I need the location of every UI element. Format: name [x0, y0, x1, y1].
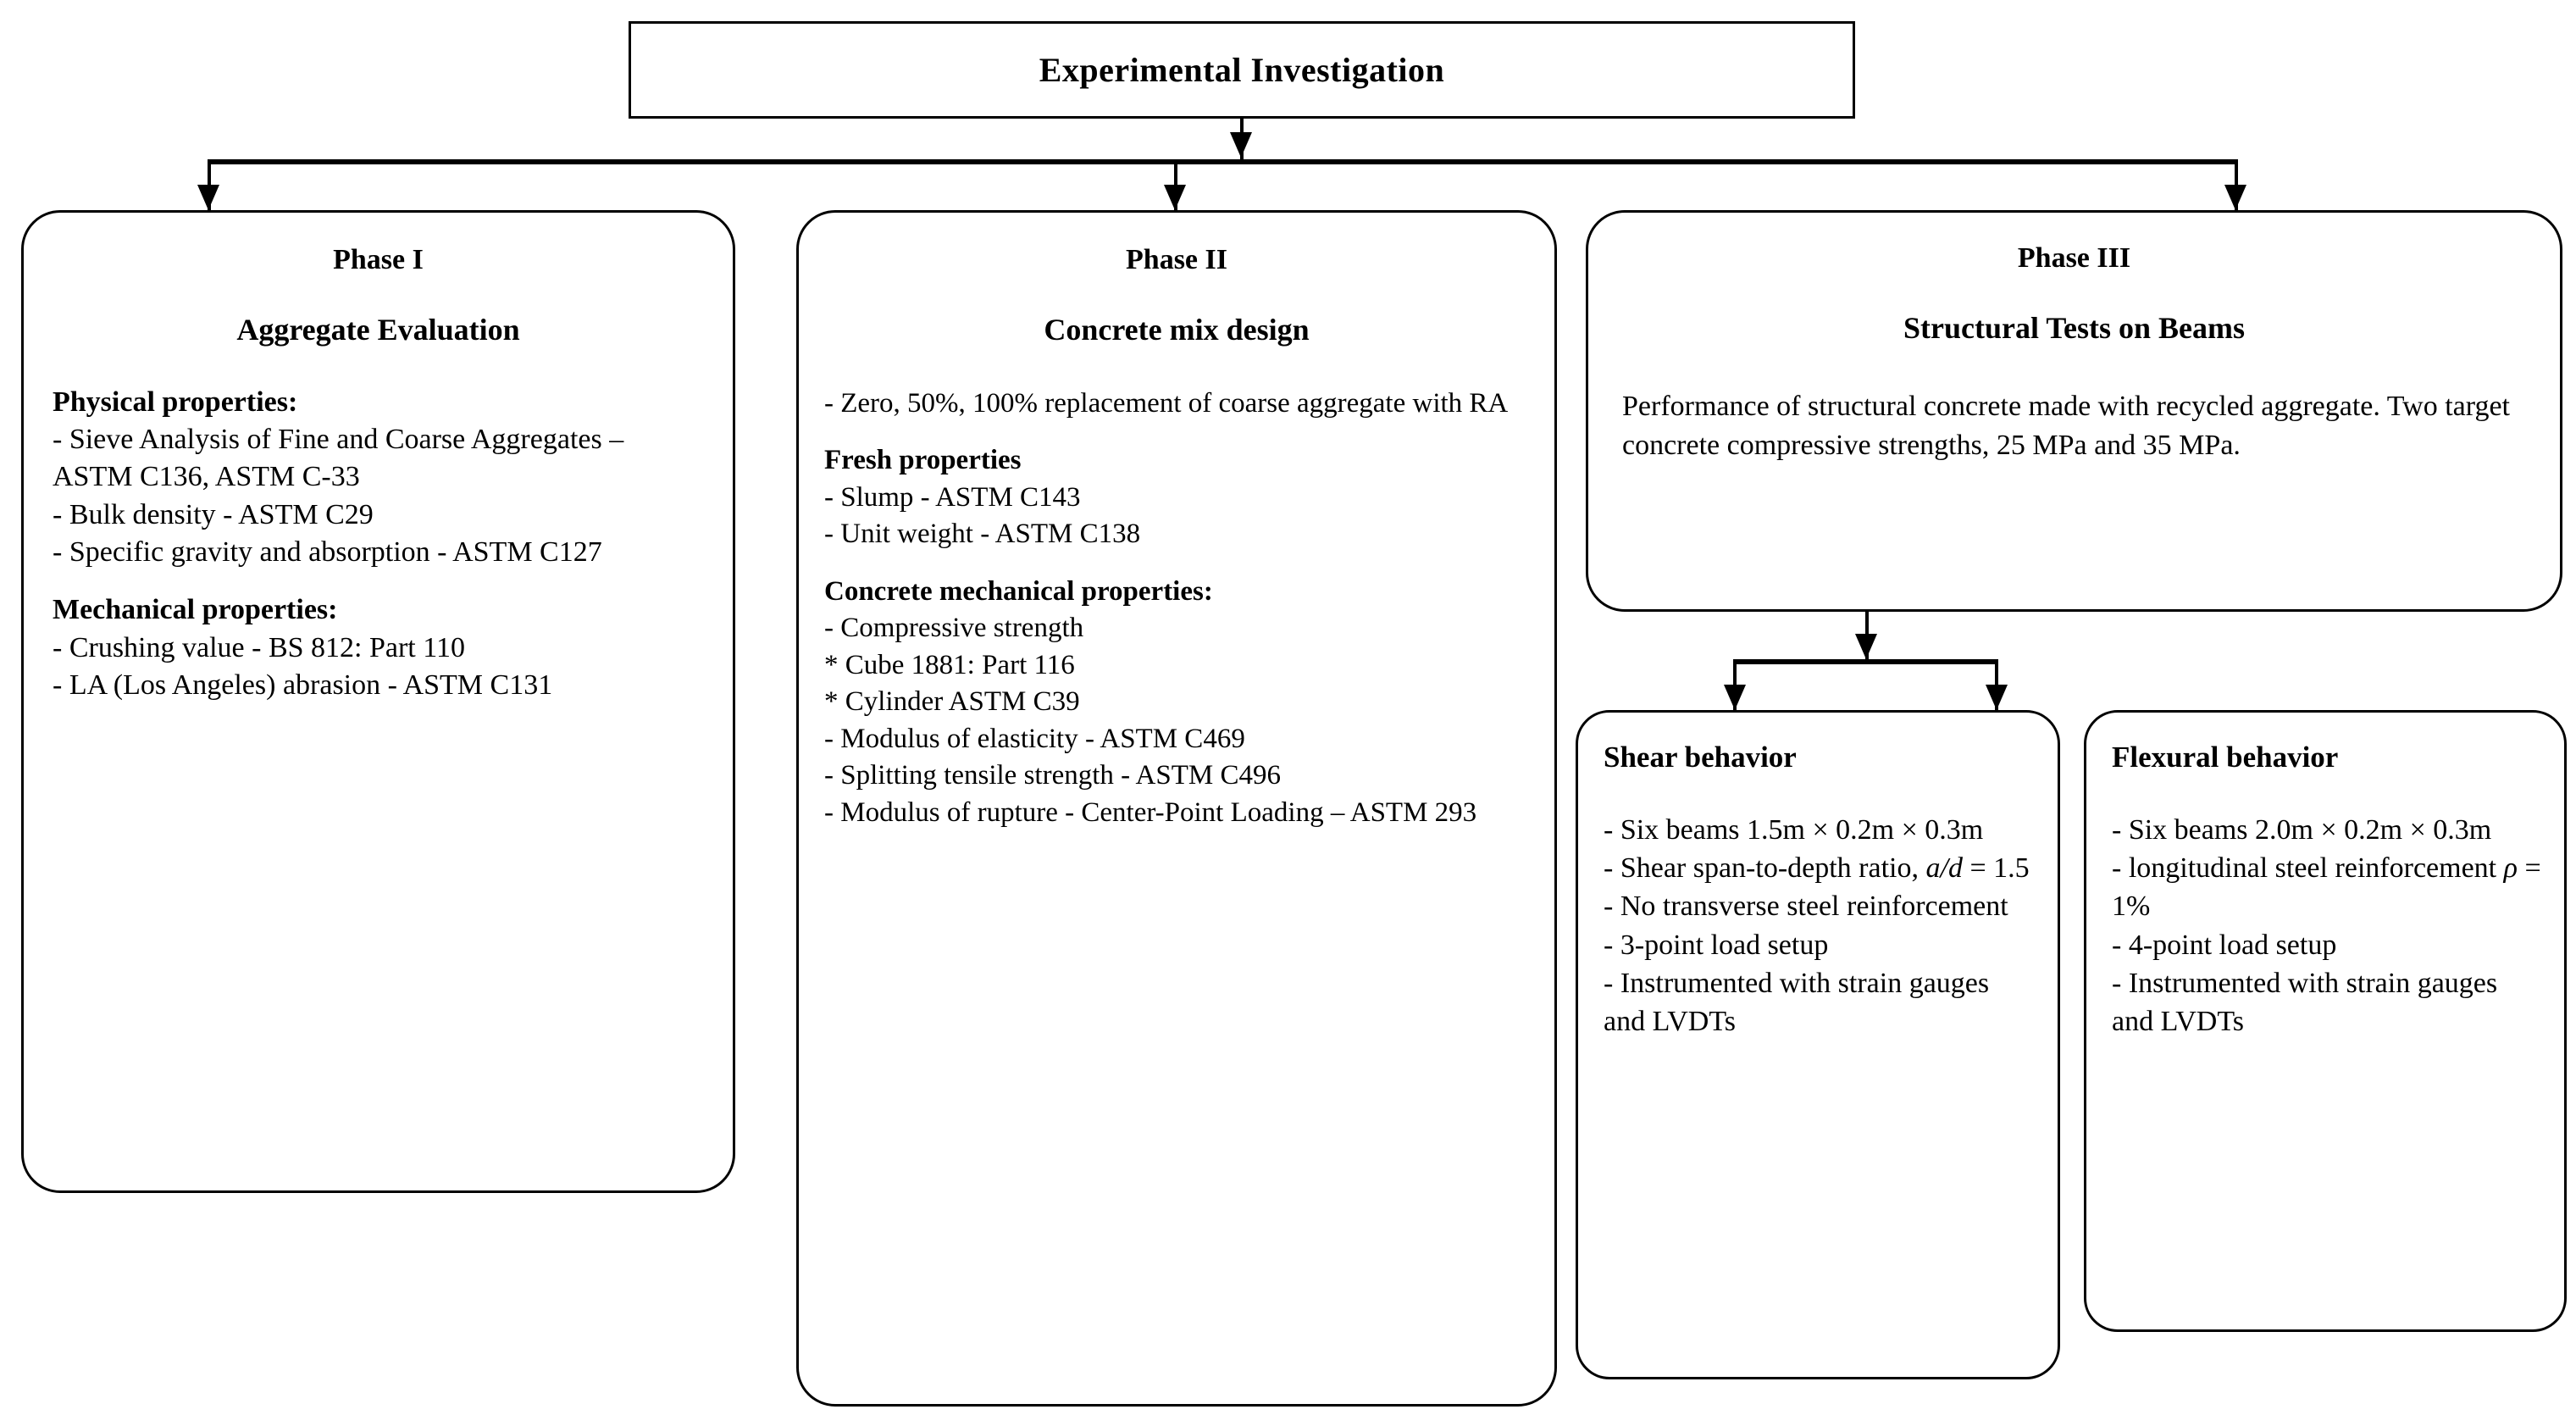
phase-3-subtitle: Structural Tests on Beams	[1903, 310, 2246, 345]
flexural-item-0: - Six beams 2.0m × 0.2m × 0.3m	[2112, 814, 2492, 846]
phase-2-group-2-item-2: * Cylinder ASTM C39	[824, 686, 1080, 718]
flexural-item-1: - 4-point load setup	[2112, 929, 2337, 961]
phase-2-group-1-item-1: - Unit weight - ASTM C138	[824, 519, 1141, 550]
phase-2-group-2-item-0: - Compressive strength	[824, 613, 1084, 644]
phase-1-spacer	[53, 571, 704, 591]
phase-2-label: Phase II	[1126, 244, 1227, 275]
arrowhead-phase-2	[1164, 185, 1186, 210]
flexural-rho-symbol: ρ	[2503, 852, 2518, 885]
phase-2-subtitle: Concrete mix design	[1044, 312, 1310, 347]
arrowhead-title-stem	[1230, 132, 1252, 158]
arrowhead-phase-3-stem	[1855, 634, 1877, 659]
phase-2-group-1-item-0: - Slump - ASTM C143	[824, 481, 1081, 513]
phase-1-group-0-item-2: - Specific gravity and absorption - ASTM…	[53, 535, 602, 568]
flexural-rho-prefix: - longitudinal steel reinforcement	[2112, 852, 2504, 885]
phase-1-group-0-item-0: - Sieve Analysis of Fine and Coarse Aggr…	[53, 424, 624, 493]
shear-ratio-suffix: = 1.5	[1962, 852, 2030, 885]
phase-2-group-2-item-3: - Modulus of elasticity - ASTM C469	[824, 723, 1245, 754]
phase-2-box: Phase II Concrete mix design - Zero, 50%…	[796, 210, 1557, 1407]
phase-1-box: Phase I Aggregate Evaluation Physical pr…	[21, 210, 735, 1193]
arrowhead-phase-3	[2224, 185, 2246, 210]
phase-2-group-2-item-4: - Splitting tensile strength - ASTM C496	[824, 760, 1282, 791]
shear-item-2: - 3-point load setup	[1604, 929, 1829, 961]
phase-2-group-2-heading: Concrete mechanical properties:	[824, 575, 1213, 607]
phase-1-group-0-heading: Physical properties:	[53, 386, 298, 418]
phase-2-group-2-item-1: * Cube 1881: Part 116	[824, 649, 1075, 680]
phase-1-group-0-item-1: - Bulk density - ASTM C29	[53, 498, 374, 530]
phase-3-distribution-bar	[1733, 659, 1998, 664]
phase-2-spacer-1	[824, 423, 1529, 443]
phase-1-body: Physical properties: - Sieve Analysis of…	[53, 384, 704, 704]
flexural-rho-suffix: = 1%	[2112, 852, 2541, 923]
distribution-bar	[208, 159, 2236, 164]
phase-3-description: Performance of structural concrete made …	[1622, 390, 2510, 461]
shear-behavior-body: - Six beams 1.5m × 0.2m × 0.3m - Shear s…	[1604, 811, 2036, 1040]
shear-ratio-symbol: a/d	[1925, 852, 1963, 885]
phase-1-group-1-item-0: - Crushing value - BS 812: Part 110	[53, 631, 465, 663]
shear-ratio-prefix: - Shear span-to-depth ratio,	[1604, 852, 1926, 885]
phase-2-spacer-2	[824, 553, 1529, 574]
phase-2-group-2-item-5: - Modulus of rupture - Center-Point Load…	[824, 796, 1477, 828]
phase-3-label: Phase III	[2017, 242, 2131, 274]
flexural-behavior-heading: Flexural behavior	[2112, 741, 2339, 774]
shear-item-1: - No transverse steel reinforcement	[1604, 891, 2008, 923]
phase-2-body: - Zero, 50%, 100% replacement of coarse …	[824, 386, 1529, 832]
arrowhead-phase-1	[197, 185, 219, 210]
flexural-behavior-box: Flexural behavior - Six beams 2.0m × 0.2…	[2084, 710, 2567, 1332]
shear-ratio-line: - Shear span-to-depth ratio, a/d = 1.5	[1604, 849, 2036, 887]
shear-item-0: - Six beams 1.5m × 0.2m × 0.3m	[1604, 814, 1984, 846]
title-box: Experimental Investigation	[629, 21, 1855, 119]
phase-1-subtitle: Aggregate Evaluation	[236, 312, 520, 347]
flexural-item-2: - Instrumented with strain gauges and LV…	[2112, 967, 2498, 1038]
phase-1-group-1-item-1: - LA (Los Angeles) abrasion - ASTM C131	[53, 669, 553, 701]
phase-3-box: Phase III Structural Tests on Beams Perf…	[1586, 210, 2562, 612]
phase-1-group-1-heading: Mechanical properties:	[53, 594, 338, 626]
page-title: Experimental Investigation	[1039, 51, 1445, 89]
flexural-rho-line: - longitudinal steel reinforcement ρ = 1…	[2112, 849, 2544, 925]
phase-2-group-0-item-0: - Zero, 50%, 100% replacement of coarse …	[824, 387, 1509, 419]
arrowhead-shear	[1724, 685, 1746, 710]
flexural-behavior-body: - Six beams 2.0m × 0.2m × 0.3m - longitu…	[2112, 811, 2544, 1040]
shear-behavior-box: Shear behavior - Six beams 1.5m × 0.2m ×…	[1576, 710, 2060, 1379]
phase-2-group-1-heading: Fresh properties	[824, 445, 1022, 476]
arrowhead-flexural	[1986, 685, 2008, 710]
phase-1-label: Phase I	[333, 244, 424, 275]
shear-behavior-heading: Shear behavior	[1604, 741, 1797, 774]
shear-item-3: - Instrumented with strain gauges and LV…	[1604, 967, 1990, 1038]
